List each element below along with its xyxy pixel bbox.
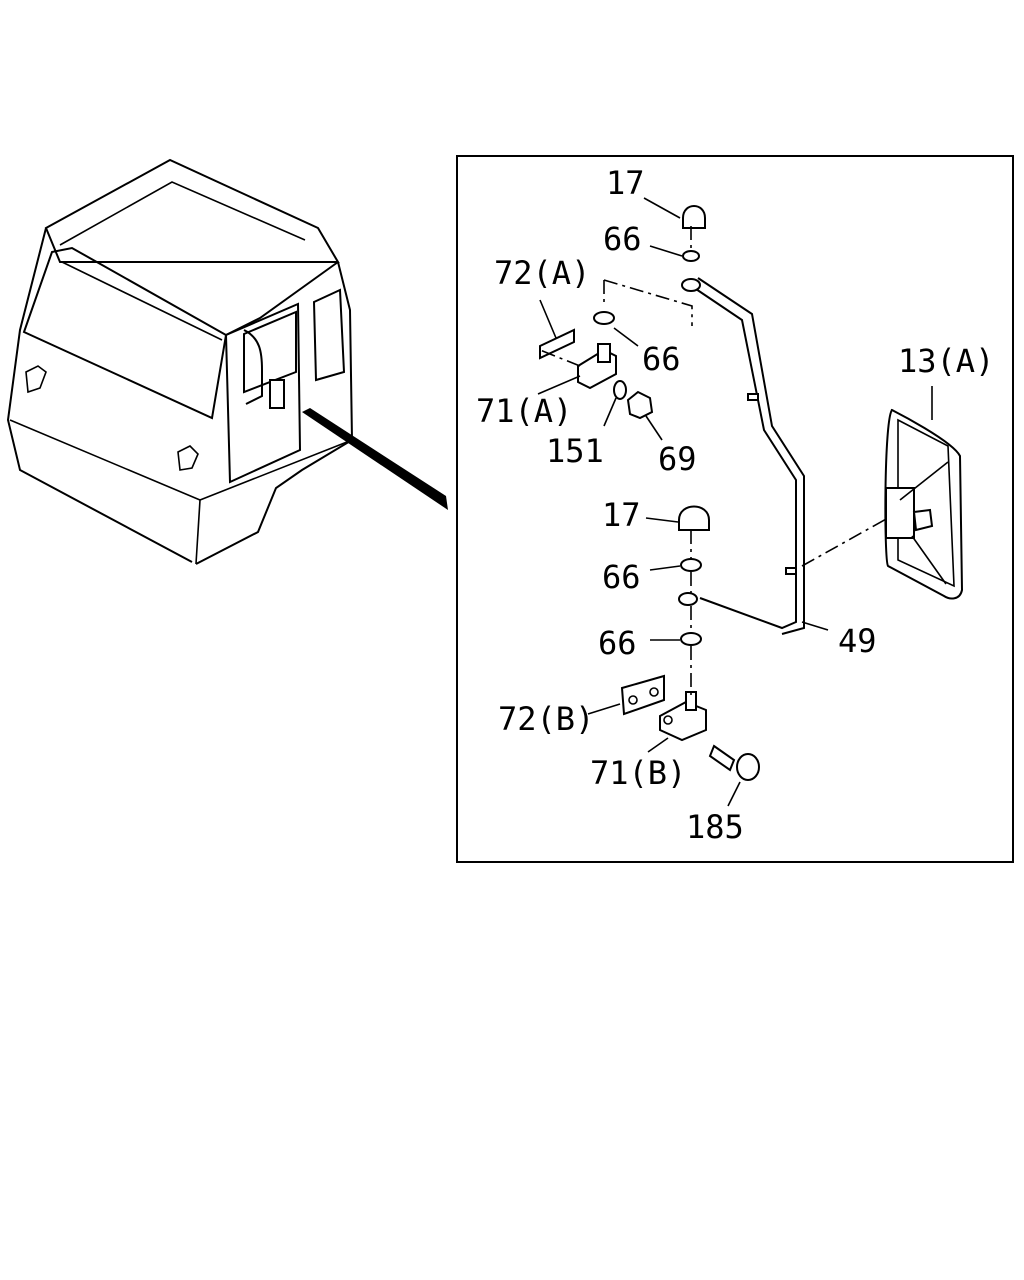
bolt-185 (708, 744, 760, 781)
label-66-mid: 66 (602, 558, 641, 596)
spring-washer-151 (613, 380, 627, 400)
label-151: 151 (546, 432, 604, 470)
acorn-nut-mid (678, 505, 710, 531)
label-72b: 72(B) (498, 700, 594, 738)
nut-69 (626, 390, 654, 420)
label-66-top: 66 (603, 220, 642, 258)
label-71b: 71(B) (590, 754, 686, 792)
bracket-a (577, 343, 617, 390)
washer-top (682, 250, 700, 262)
alignment-lines (539, 226, 889, 698)
bracket-b (659, 691, 707, 742)
label-17-top: 17 (606, 164, 645, 202)
washer-low (680, 632, 702, 646)
washer-a (593, 311, 615, 325)
label-49: 49 (838, 622, 877, 660)
bracket-plate-a (539, 328, 575, 360)
mirror-stay (678, 277, 805, 635)
label-17-mid: 17 (602, 496, 641, 534)
acorn-nut-top (682, 205, 706, 229)
mirror-head (884, 408, 964, 600)
truck-cab-illustration (6, 158, 448, 565)
bracket-plate-b (620, 674, 665, 716)
callout-labels: 17 66 72(A) 66 71(A) 151 69 13(A) 17 66 … (476, 164, 994, 846)
label-66-low: 66 (598, 624, 637, 662)
label-71a: 71(A) (476, 392, 572, 430)
leader-lines (537, 197, 933, 807)
label-69: 69 (658, 440, 697, 478)
label-66-a: 66 (642, 340, 681, 378)
label-72a: 72(A) (494, 254, 590, 292)
detail-frame (456, 155, 1014, 863)
label-13a: 13(A) (898, 342, 994, 380)
label-185: 185 (686, 808, 744, 846)
washer-mid (680, 558, 702, 572)
